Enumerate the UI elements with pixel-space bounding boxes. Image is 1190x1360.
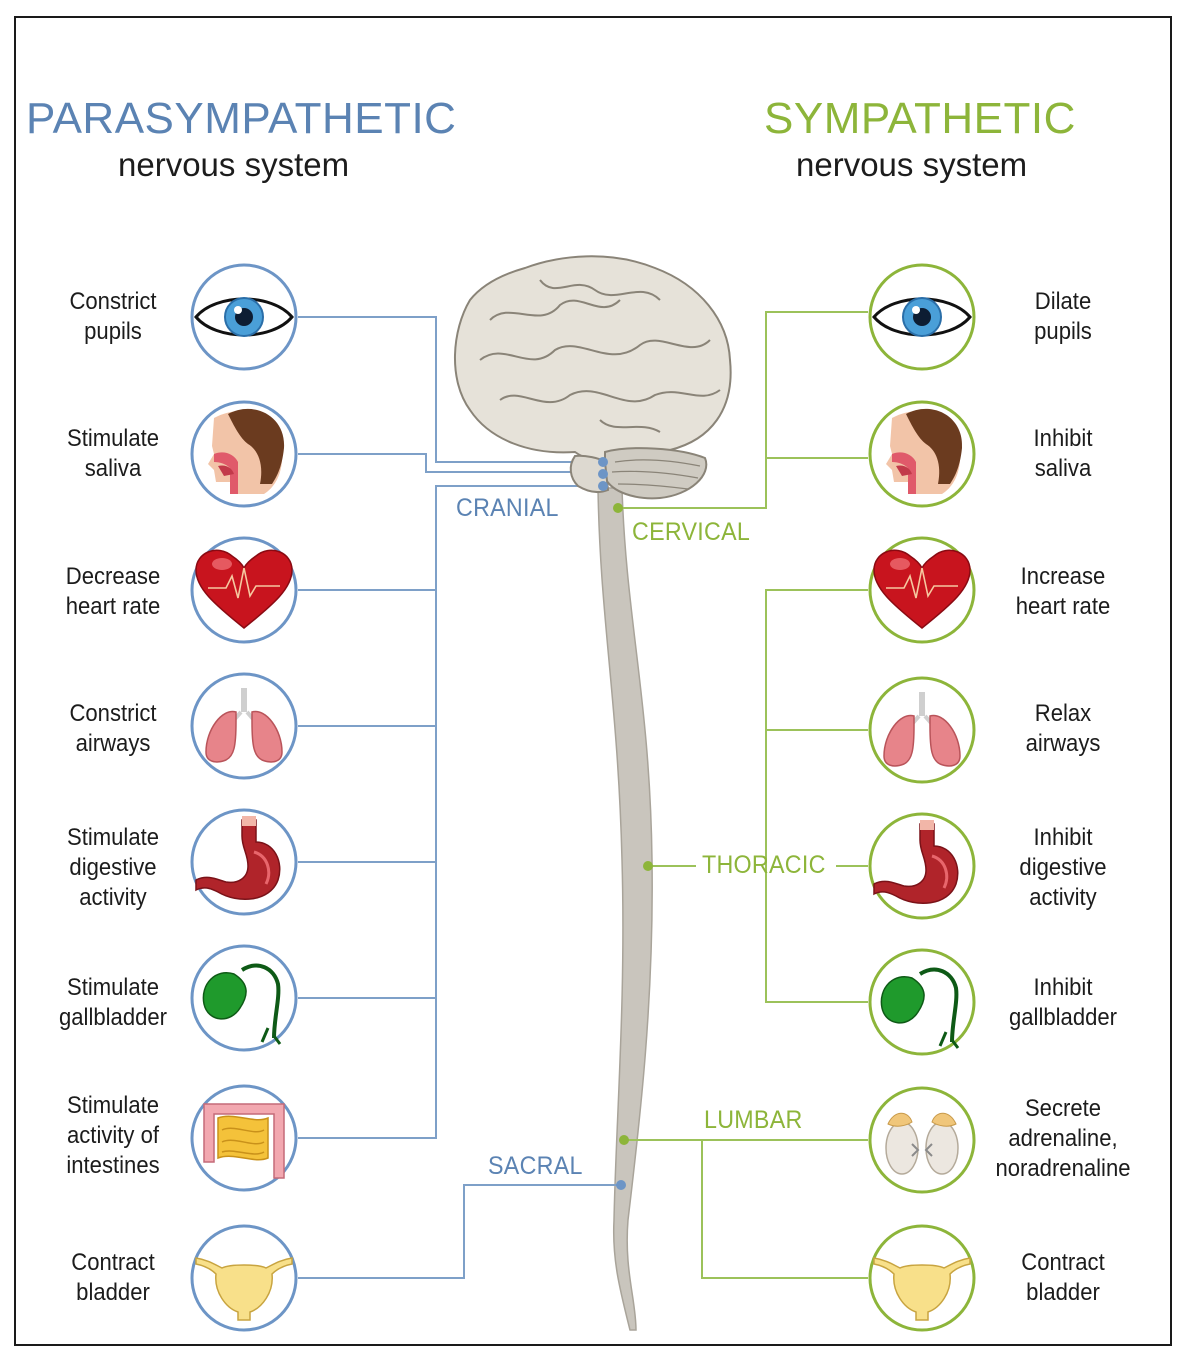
- sympathetic-label-pupils: Dilate pupils: [1034, 288, 1092, 345]
- region-label-cranial: CRANIAL: [456, 494, 559, 522]
- parasympathetic-label-airways: Constrict airways: [69, 700, 157, 757]
- parasympathetic-label-heart-rate: Decrease heart rate: [65, 563, 161, 620]
- sympathetic-connectors: [618, 311, 868, 1279]
- sympathetic-label-adrenaline: Secrete adrenaline, noradrenaline: [995, 1095, 1131, 1182]
- parasympathetic-label-bladder: Contract bladder: [71, 1249, 155, 1306]
- sympathetic-nodes: [613, 503, 653, 1145]
- head-icon: [886, 408, 963, 494]
- region-label-cervical: CERVICAL: [632, 518, 751, 546]
- sympathetic-title: SYMPATHETIC: [764, 94, 1076, 143]
- sympathetic-label-saliva: Inhibit saliva: [1033, 425, 1093, 482]
- parasympathetic-label-intestines: Stimulate activity of intestines: [66, 1092, 160, 1179]
- region-label-sacral: SACRAL: [488, 1152, 583, 1180]
- sympathetic-label-heart-rate: Increase heart rate: [1015, 563, 1111, 620]
- sympathetic-label-airways: Relax airways: [1025, 700, 1101, 757]
- sympathetic-label-gallbladder: Inhibit gallbladder: [1008, 974, 1118, 1031]
- parasympathetic-nodes: [598, 457, 626, 1190]
- region-label-lumbar: LUMBAR: [704, 1106, 803, 1134]
- parasympathetic-title: PARASYMPATHETIC: [26, 94, 457, 143]
- parasympathetic-label-gallbladder: Stimulate gallbladder: [58, 974, 168, 1031]
- parasympathetic-label-saliva: Stimulate saliva: [66, 425, 160, 482]
- brain: [454, 255, 732, 500]
- sympathetic-label-digestive: Inhibit digestive activity: [1019, 824, 1107, 911]
- parasympathetic-subtitle: nervous system: [118, 146, 350, 183]
- head-icon: [208, 408, 285, 494]
- parasympathetic-label-digestive: Stimulate digestive activity: [66, 824, 160, 911]
- region-label-thoracic: THORACIC: [702, 851, 826, 879]
- sympathetic-label-bladder: Contract bladder: [1021, 1249, 1105, 1306]
- parasympathetic-label-pupils: Constrict pupils: [69, 288, 157, 345]
- sympathetic-subtitle: nervous system: [796, 146, 1028, 183]
- spinal-cord: [597, 487, 653, 1331]
- parasympathetic-connectors: [298, 316, 620, 1279]
